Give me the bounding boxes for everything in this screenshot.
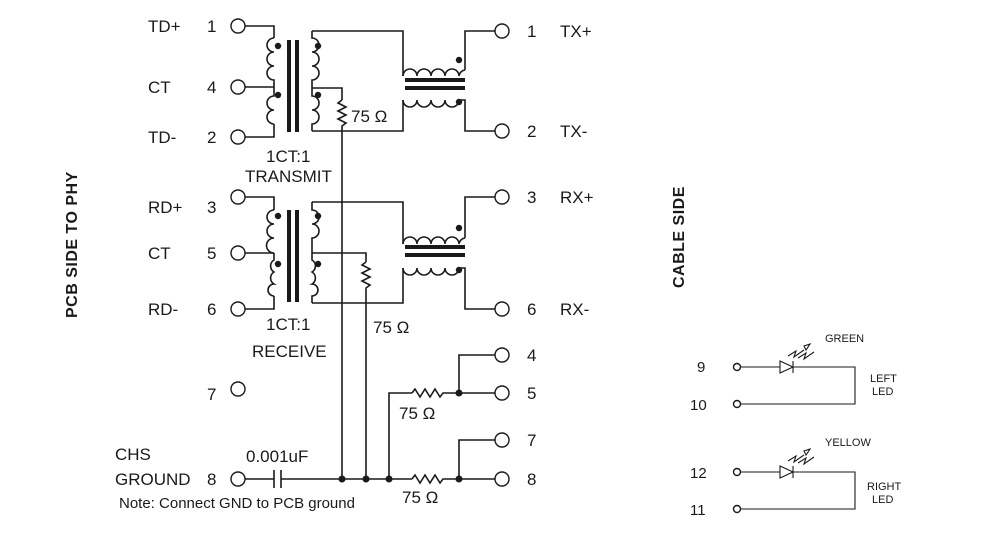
pin-tx-minus-number: 2 bbox=[527, 122, 536, 141]
pin-12-number: 12 bbox=[690, 465, 707, 482]
pin-7-right bbox=[494, 432, 510, 448]
ground-note: Note: Connect GND to PCB ground bbox=[119, 495, 355, 512]
termination-network bbox=[245, 354, 495, 488]
ct-tx-label: CT bbox=[148, 78, 171, 97]
left-led-line1: LEFT bbox=[870, 373, 897, 385]
pin-chs-ground bbox=[230, 471, 246, 487]
pin-td-plus bbox=[230, 18, 246, 34]
ct-rx-label: CT bbox=[148, 244, 171, 263]
receive-label: RECEIVE bbox=[252, 342, 327, 361]
transmit-label: TRANSMIT bbox=[245, 167, 332, 186]
capacitor-label: 0.001uF bbox=[246, 447, 308, 466]
chs-label: CHS bbox=[115, 445, 151, 464]
rx-plus-label: RX+ bbox=[560, 188, 594, 207]
pin-rd-minus-number: 6 bbox=[207, 300, 216, 319]
pin-7-right-number: 7 bbox=[527, 431, 536, 450]
pin-11-number: 11 bbox=[690, 502, 706, 519]
tx-minus-label: TX- bbox=[560, 122, 587, 141]
left-led-circuit bbox=[732, 342, 856, 409]
pin-tx-plus-number: 1 bbox=[527, 22, 536, 41]
pin-8-right-number: 8 bbox=[527, 470, 536, 489]
receive-ratio: 1CT:1 bbox=[266, 315, 310, 334]
pin-tx-minus bbox=[494, 123, 510, 139]
green-label: GREEN bbox=[825, 333, 864, 345]
rd-minus-label: RD- bbox=[148, 300, 178, 319]
pin-td-minus bbox=[230, 129, 246, 145]
pin-ct-rx-number: 5 bbox=[207, 244, 216, 263]
tx-resistor-label: 75 Ω bbox=[351, 107, 387, 126]
pin-8-right bbox=[494, 471, 510, 487]
pin-rd-minus bbox=[230, 301, 246, 317]
rx-minus-label: RX- bbox=[560, 300, 589, 319]
pin-10-number: 10 bbox=[690, 397, 707, 414]
transmit-transformer bbox=[245, 25, 404, 480]
pin-chs-number: 8 bbox=[207, 470, 216, 489]
pin-4-right bbox=[494, 347, 510, 363]
tx-common-mode-choke bbox=[402, 30, 495, 132]
yellow-label: YELLOW bbox=[825, 437, 871, 449]
pin-4-right-number: 4 bbox=[527, 346, 536, 365]
pin-td-minus-number: 2 bbox=[207, 128, 216, 147]
cable-side-label: CABLE SIDE bbox=[671, 186, 688, 288]
right-led-line2: LED bbox=[872, 494, 893, 506]
rx-common-mode-choke bbox=[402, 196, 495, 310]
rd-plus-label: RD+ bbox=[148, 198, 183, 217]
pin-rd-plus-number: 3 bbox=[207, 198, 216, 217]
pcb-side-label: PCB SIDE TO PHY bbox=[64, 171, 81, 318]
pin-9-number: 9 bbox=[697, 359, 705, 376]
pin-ct-tx-number: 4 bbox=[207, 78, 216, 97]
receive-transformer bbox=[245, 196, 404, 480]
pin-7-left bbox=[230, 381, 246, 397]
pin-tx-plus bbox=[494, 23, 510, 39]
res3-label: 75 Ω bbox=[399, 404, 435, 423]
pin-rx-plus-number: 3 bbox=[527, 188, 536, 207]
pin-7-left-number: 7 bbox=[207, 385, 216, 404]
pin-rx-minus bbox=[494, 301, 510, 317]
pin-rx-minus-number: 6 bbox=[527, 300, 536, 319]
pin-rx-plus bbox=[494, 189, 510, 205]
pin-td-plus-number: 1 bbox=[207, 17, 216, 36]
pin-ct-tx bbox=[230, 79, 246, 95]
td-minus-label: TD- bbox=[148, 128, 176, 147]
td-plus-label: TD+ bbox=[148, 17, 181, 36]
pin-5-right-number: 5 bbox=[527, 384, 536, 403]
right-led-line1: RIGHT bbox=[867, 481, 902, 493]
res4-label: 75 Ω bbox=[402, 488, 438, 507]
right-led-circuit bbox=[732, 447, 856, 514]
left-led-line2: LED bbox=[872, 386, 893, 398]
ground-label: GROUND bbox=[115, 470, 191, 489]
transmit-ratio: 1CT:1 bbox=[266, 147, 310, 166]
tx-plus-label: TX+ bbox=[560, 22, 592, 41]
rx-resistor-label: 75 Ω bbox=[373, 318, 409, 337]
pin-rd-plus bbox=[230, 189, 246, 205]
pin-5-right bbox=[494, 385, 510, 401]
pin-ct-rx bbox=[230, 245, 246, 261]
